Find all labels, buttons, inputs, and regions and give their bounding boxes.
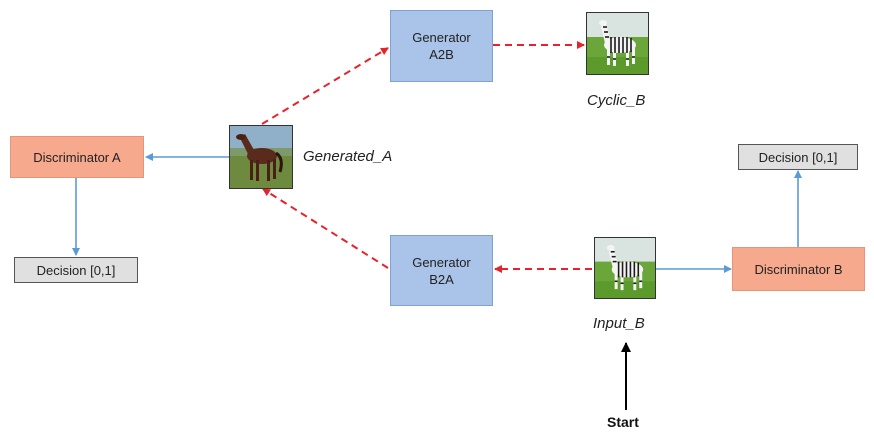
decision-b-box: Decision [0,1] [738, 144, 858, 170]
cyclic-b-caption: Cyclic_B [587, 92, 646, 109]
decision-a-box: Decision [0,1] [14, 257, 138, 283]
generator-a2b-label-line2: A2B [429, 47, 454, 62]
generator-a2b-box: Generator A2B [390, 10, 493, 82]
decision-b-label: Decision [0,1] [758, 149, 838, 165]
generator-b2a-box: Generator B2A [390, 235, 493, 306]
generator-b2a-label-line1: Generator [412, 254, 471, 270]
zebra-icon [595, 238, 655, 298]
input-b-zebra-image [594, 237, 656, 299]
start-label: Start [607, 414, 639, 430]
horse-icon [230, 126, 292, 188]
arrow-generator-b2a-to-generated-a [262, 188, 389, 269]
decision-a-label: Decision [0,1] [36, 262, 116, 278]
arrow-generated-a-to-generator-a2b [261, 47, 389, 125]
generator-b2a-label-line2: B2A [429, 271, 454, 287]
discriminator-a-label: Discriminator A [33, 149, 121, 165]
discriminator-b-label: Discriminator B [754, 261, 843, 277]
generated-a-horse-image [229, 125, 293, 189]
input-b-caption: Input_B [593, 315, 645, 332]
discriminator-b-box: Discriminator B [732, 247, 865, 291]
generator-a2b-label-line1: Generator [412, 30, 471, 45]
discriminator-a-box: Discriminator A [10, 136, 144, 178]
generated-a-caption: Generated_A [303, 148, 393, 165]
cyclic-b-zebra-image [586, 12, 649, 75]
zebra-icon [587, 13, 648, 74]
